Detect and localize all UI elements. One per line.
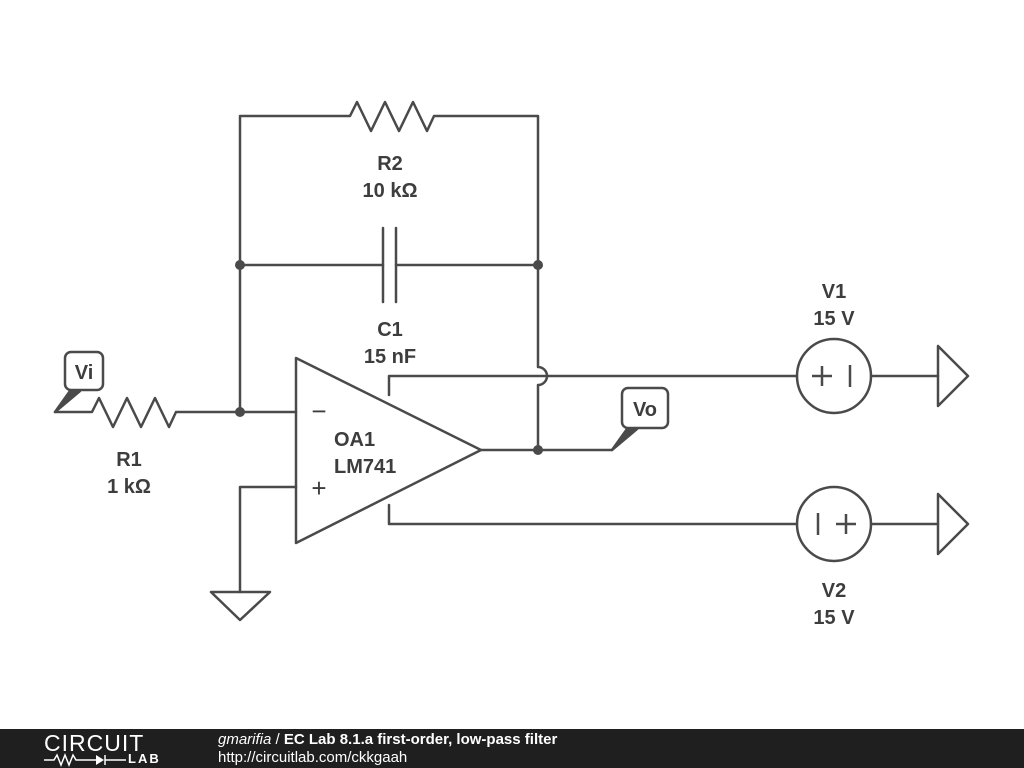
r1-value: 1 kΩ (107, 476, 151, 498)
circuit-title: EC Lab 8.1.a first-order, low-pass filte… (283, 731, 558, 748)
logo-wave-icon (44, 753, 126, 767)
resistor-r1[interactable] (53, 396, 298, 429)
net-tag-vi[interactable]: Vi (53, 350, 105, 414)
r1-name: R1 (116, 449, 142, 471)
capacitor-c1[interactable] (238, 226, 540, 304)
v2-name: V2 (822, 580, 846, 602)
c1-name: C1 (377, 319, 403, 341)
net-tag-vo[interactable]: Vo (610, 386, 670, 452)
author-link[interactable]: gmarifia (218, 731, 272, 748)
v1-name: V1 (822, 281, 846, 303)
ground-symbol (209, 485, 298, 622)
circuitlab-logo[interactable]: CIRCUIT LAB (44, 731, 174, 767)
opamp-plus-sign: + (311, 473, 326, 503)
junction-node (235, 260, 245, 270)
r2-value: 10 kΩ (363, 180, 418, 202)
circuit-credit: gmarifia / EC Lab 8.1.a first-order, low… (218, 731, 557, 748)
junction-node (533, 260, 543, 270)
oa1-model: LM741 (334, 456, 396, 478)
resistor-r2[interactable] (238, 100, 540, 414)
logo-text-bottom: LAB (128, 751, 161, 766)
voltage-source-v2[interactable] (387, 485, 970, 563)
voltage-source-v1[interactable] (387, 337, 970, 415)
junction-node (533, 445, 543, 455)
vi-label: Vi (75, 362, 94, 384)
vo-label: Vo (633, 399, 657, 421)
credit-separator: / (271, 731, 284, 748)
circuit-schematic: R2 10 kΩ C1 15 nF R1 1 kΩ Vi − + OA1 LM7… (53, 100, 970, 629)
logo-text-top: CIRCUIT (44, 730, 145, 756)
r2-name: R2 (377, 153, 403, 175)
feedback-rail (536, 263, 549, 452)
oa1-name: OA1 (334, 429, 375, 451)
footer-bar: CIRCUIT LAB gmarifia / EC Lab 8.1.a firs… (0, 729, 1024, 768)
junction-node (235, 407, 245, 417)
v1-value: 15 V (813, 308, 855, 330)
c1-value: 15 nF (364, 346, 416, 368)
opamp-minus-sign: − (311, 396, 326, 426)
circuit-url-link[interactable]: http://circuitlab.com/ckkgaah (218, 749, 408, 766)
opamp-oa1[interactable]: − + (294, 356, 483, 545)
v2-value: 15 V (813, 607, 855, 629)
